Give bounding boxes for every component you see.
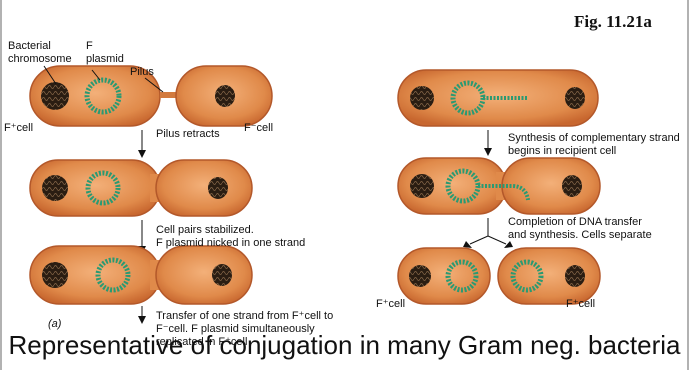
chromosome-icon [565,265,585,287]
label-f-plus-cell-right-1: F⁺cell [376,298,405,311]
chromosome-icon [565,87,585,109]
chromosome-icon [208,177,228,199]
figure-label: Fig. 11.21a [574,12,652,32]
chromosome-icon [212,264,232,286]
chromosome-icon [410,86,434,110]
step-pilus-retracts: Pilus retracts [156,128,220,141]
chromosome-icon [41,82,69,110]
caption: Representative of conjugation in many Gr… [0,330,689,361]
chromosome-icon [409,265,431,287]
row2-right-cells [398,158,600,214]
label-f-plus-cell: F⁺cell [4,122,33,135]
chromosome-icon [42,262,68,288]
label-f-plus-cell-right-2: F⁺cell [566,298,595,311]
row3-left-cells [30,246,252,304]
row3-right-cells [398,248,600,304]
arrowhead-3 [138,316,146,324]
step-cell-pairs: Cell pairs stabilized.F plasmid nicked i… [156,224,305,250]
chromosome-icon [42,175,68,201]
chromosome-icon [215,85,235,107]
row2-left-cells [30,160,252,216]
chromosome-icon [562,175,582,197]
arrowhead-1 [138,150,146,158]
label-f-minus-cell: F⁻cell [244,122,273,135]
label-pilus: Pilus [130,66,154,79]
chromosome-icon [410,174,434,198]
row1-right-cells [398,70,598,126]
